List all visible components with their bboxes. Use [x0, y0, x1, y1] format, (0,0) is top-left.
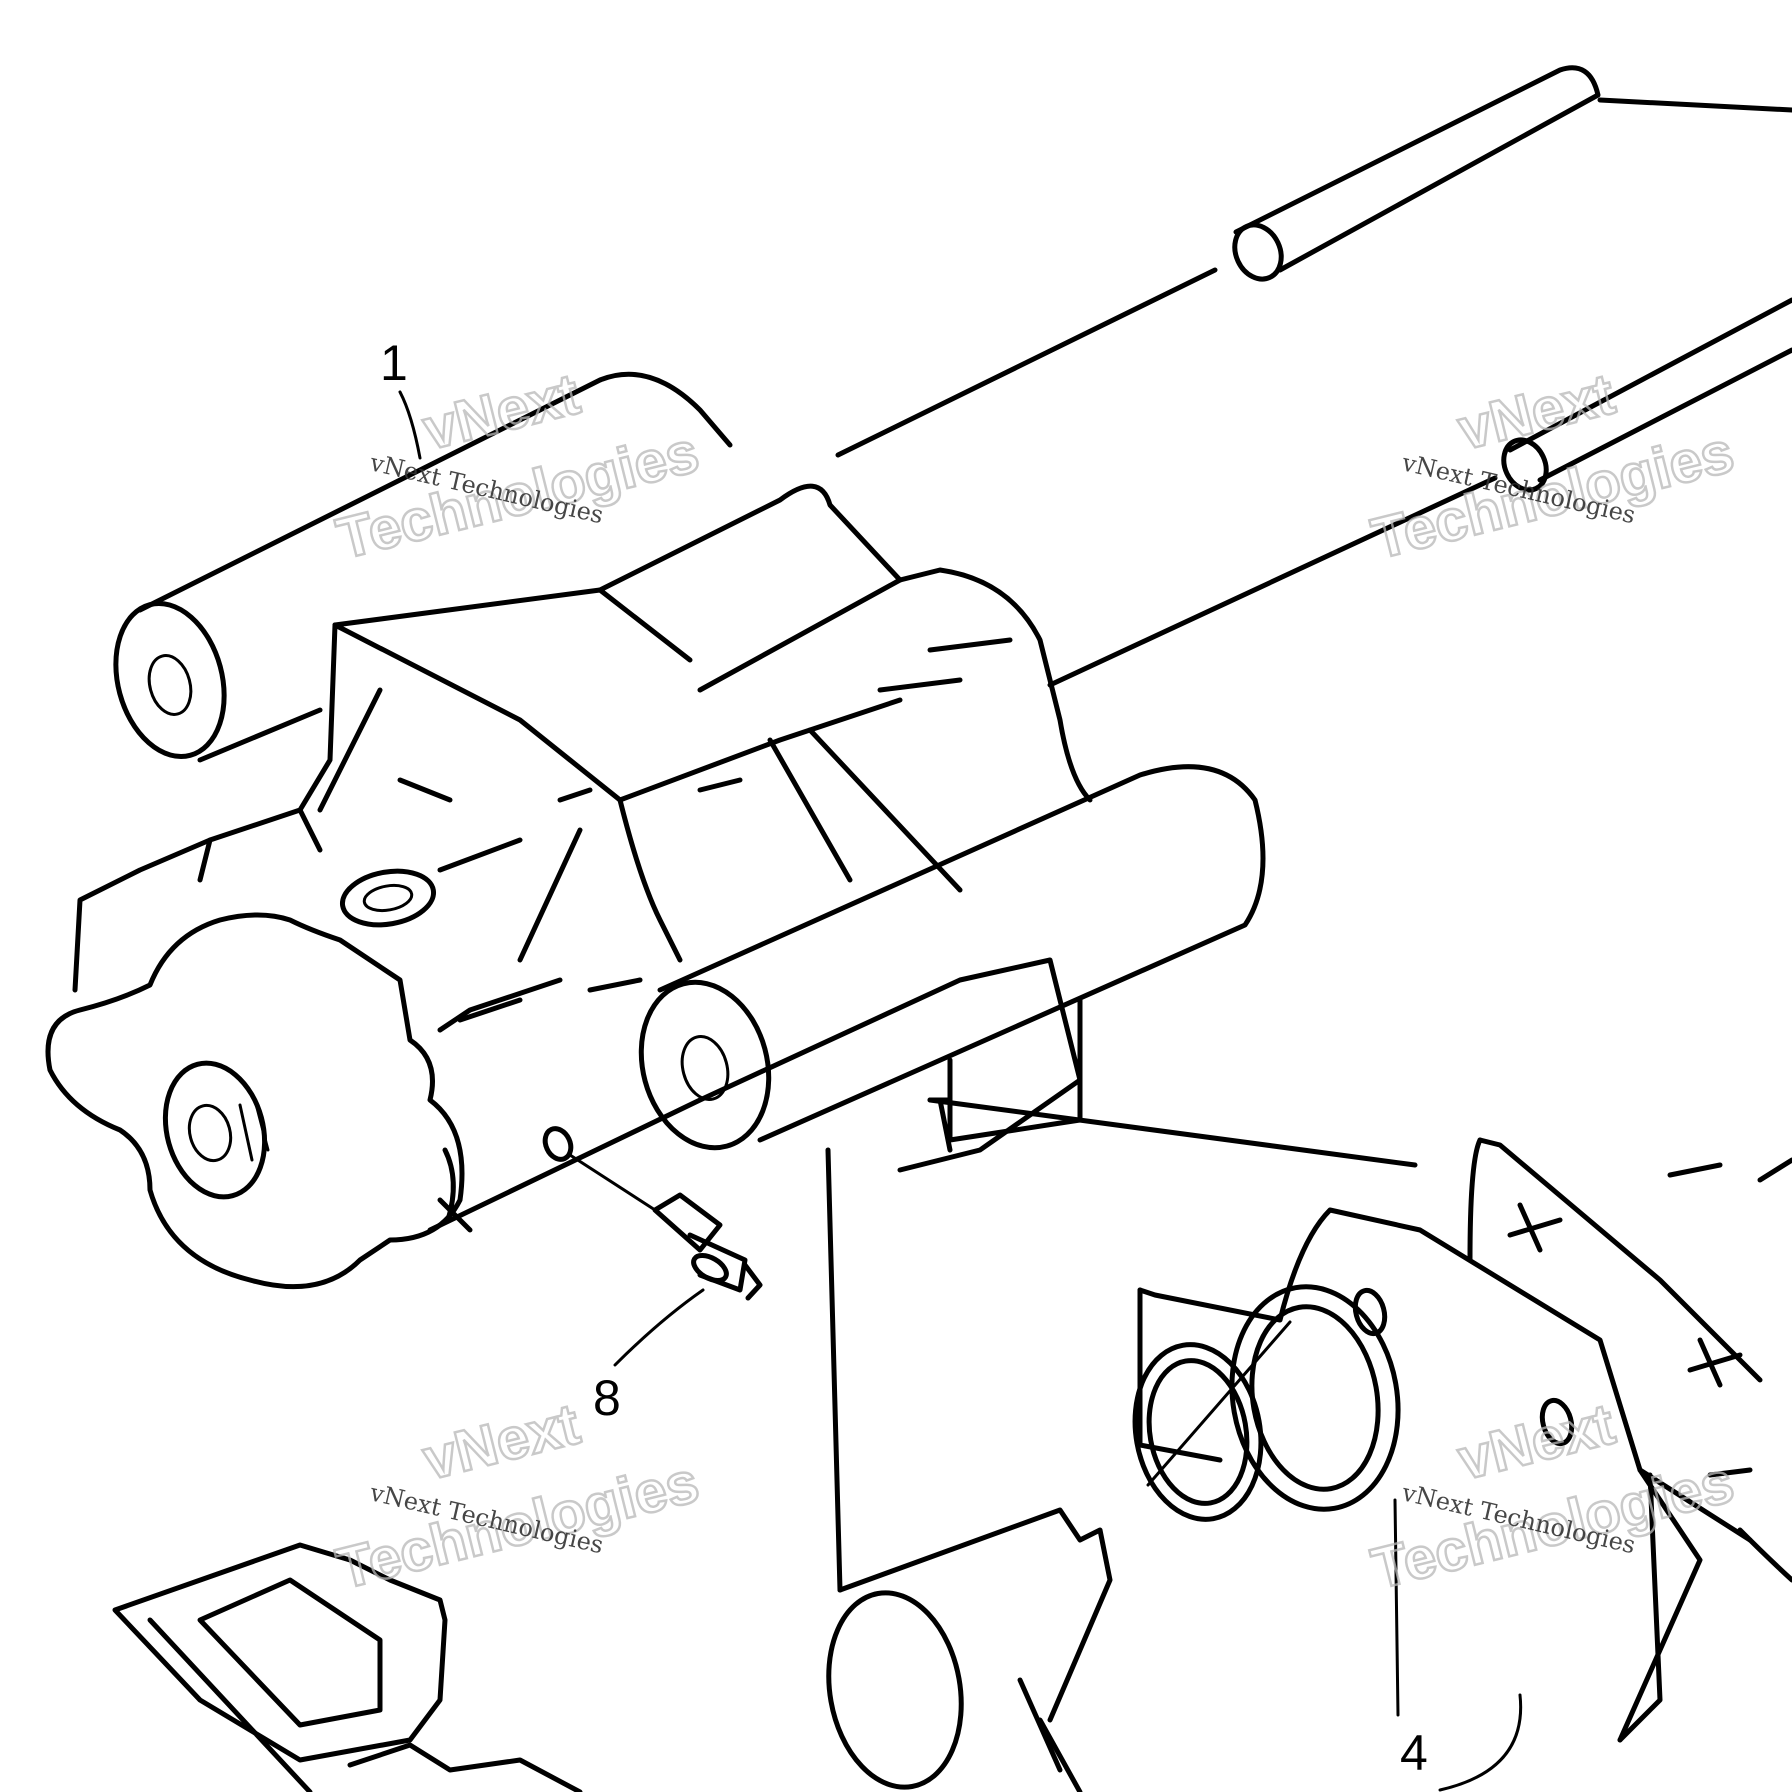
watermark-big-1: vNext [417, 361, 586, 462]
watermark-big-1: vNext [1452, 1391, 1621, 1492]
watermark-big-1: vNext [417, 1391, 586, 1492]
guide-rod-upper [835, 65, 1792, 458]
pump-body [72, 371, 1418, 1233]
seal-rings [1132, 1284, 1401, 1522]
sleeve-bushing [826, 1507, 1113, 1792]
grease-fitting [568, 1153, 763, 1301]
watermark-top-left: vNext Technologies [329, 360, 706, 573]
callout-8: 8 [593, 1370, 621, 1426]
watermark-bottom-left: vNext Technologies [329, 1390, 706, 1603]
pump-end-cap [45, 912, 473, 1290]
callout-1: 1 [380, 335, 408, 391]
guide-rod-lower [1047, 297, 1792, 688]
centerline-vertical [825, 1097, 953, 1593]
gasket-plate [112, 1542, 583, 1792]
callout-leaders [398, 390, 1523, 1792]
callout-4: 4 [1400, 1725, 1428, 1781]
